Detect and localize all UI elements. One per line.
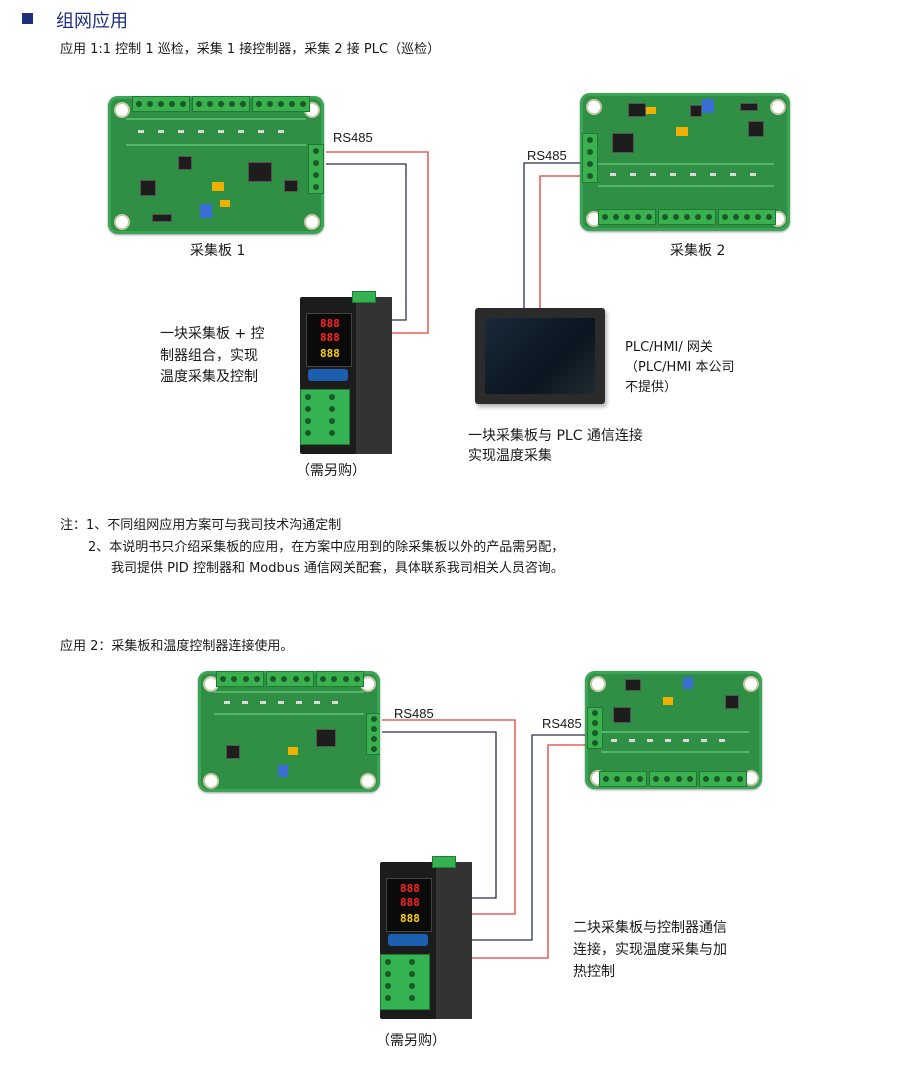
buy-note: （需另购）	[296, 463, 366, 479]
plc-conn-line2: 实现温度采集	[468, 448, 552, 464]
section-title: 组网应用	[56, 11, 128, 32]
plc-label-line1: PLC/HMI/ 网关	[625, 340, 713, 355]
note-line3: 我司提供 PID 控制器和 Modbus 通信网关配套，具体联系我司相关人员咨询…	[111, 561, 564, 576]
board1-caption: 采集板 1	[190, 243, 246, 259]
hmi-panel-image	[475, 308, 605, 404]
pcb-board-image	[108, 96, 324, 234]
temperature-controller-image: 888 888 888	[300, 291, 392, 454]
pcb-board-image	[585, 671, 762, 789]
pcb-board-image	[198, 671, 380, 792]
plc-label-line3: 不提供）	[625, 380, 678, 395]
note-line1: 注：1、不同组网应用方案可与我司技术沟通定制	[60, 518, 342, 533]
app1-title: 应用 1:1 控制 1 巡检，采集 1 接控制器，采集 2 接 PLC（巡检）	[60, 42, 441, 57]
rs485-label: RS485	[333, 130, 373, 145]
temperature-controller-image: 888 888 888	[380, 856, 472, 1019]
wire-dark-app1-hmi	[523, 162, 588, 308]
section-square-icon	[22, 13, 33, 24]
board2-caption: 采集板 2	[670, 243, 726, 259]
note-line2: 2、本说明书只介绍采集板的应用，在方案中应用到的除采集板以外的产品需另配，	[88, 540, 565, 555]
plc-conn-line1: 一块采集板与 PLC 通信连接	[468, 428, 643, 444]
rs485-label: RS485	[527, 148, 567, 163]
pcb-board-image	[580, 93, 790, 231]
combo-desc-line2: 制器组合，实现	[160, 348, 258, 364]
combo-desc-line3: 温度采集及控制	[160, 369, 258, 385]
app2-title: 应用 2：采集板和温度控制器连接使用。	[60, 639, 294, 654]
rs485-label: RS485	[394, 706, 434, 721]
rs485-label: RS485	[542, 716, 582, 731]
combo-desc-line1: 一块采集板 + 控	[160, 326, 265, 342]
app2-desc-line2: 连接，实现温度采集与加	[573, 942, 727, 958]
app2-desc-line3: 热控制	[573, 964, 615, 980]
buy-note: （需另购）	[376, 1033, 446, 1049]
app2-desc-line1: 二块采集板与控制器通信	[573, 920, 727, 936]
wire-dark-app2-b2	[472, 734, 593, 941]
plc-label-line2: （PLC/HMI 本公司	[625, 360, 735, 375]
